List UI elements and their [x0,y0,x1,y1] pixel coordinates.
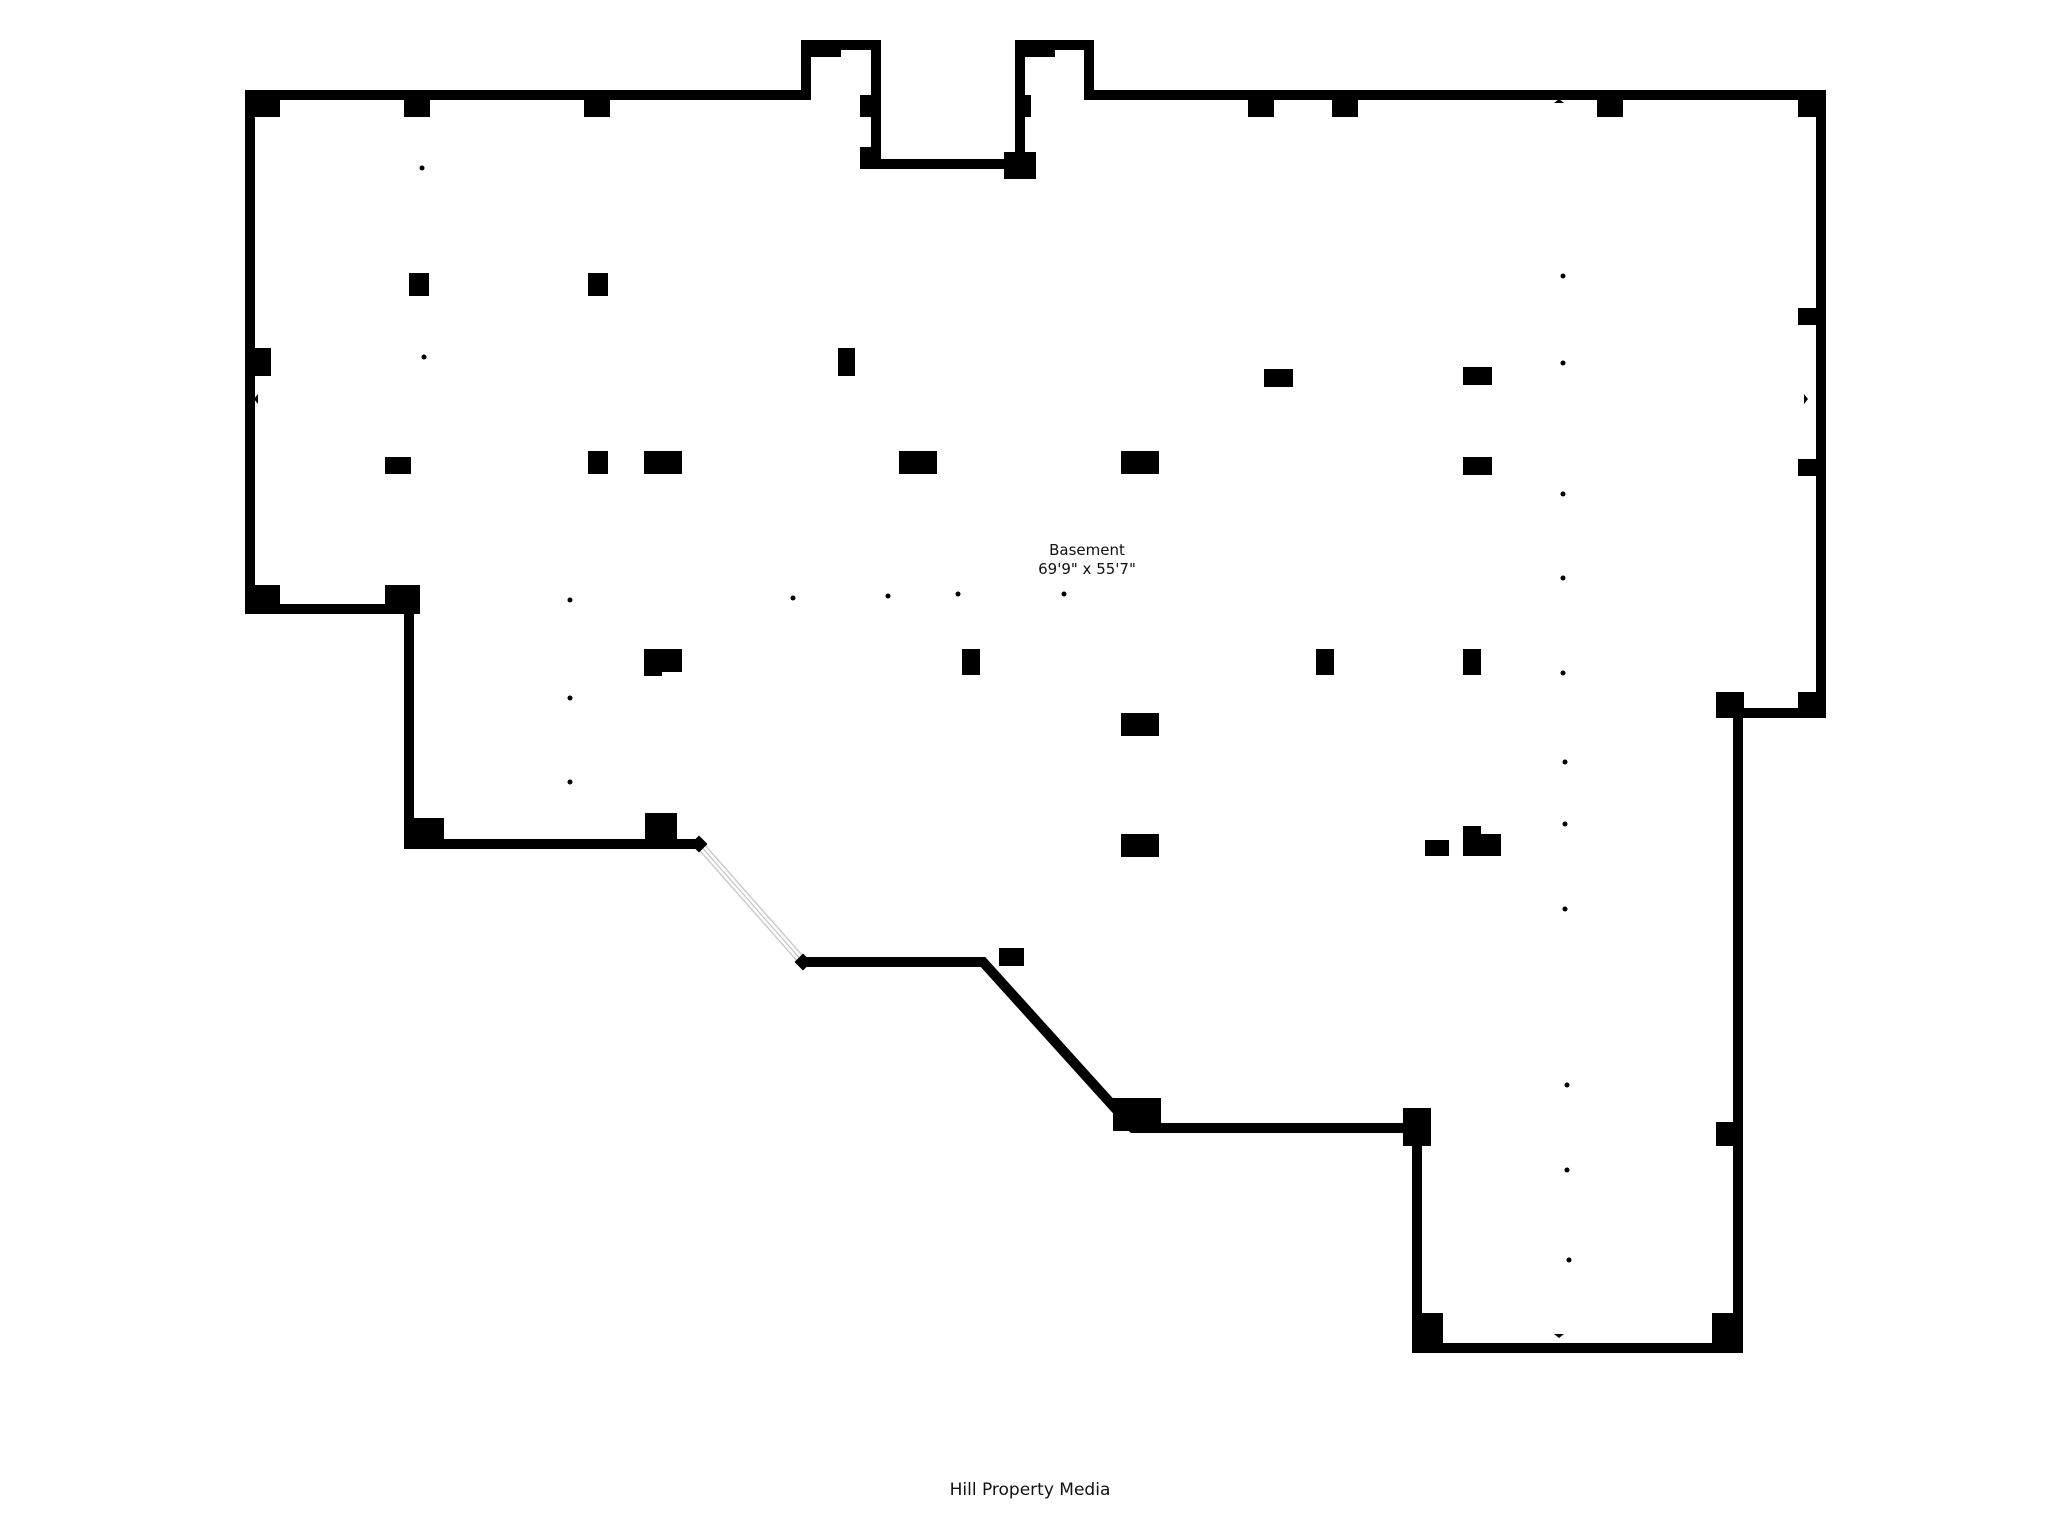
credit-text: Hill Property Media [950,1480,1111,1500]
room-dimensions: 69'9" x 55'7" [1038,560,1136,578]
exterior-walls [245,40,1826,1353]
perimeter-wall [245,40,1826,1353]
ceiling-markers [419,165,1572,1263]
interior-posts [385,273,1501,966]
angled-window [690,835,812,971]
wall-pilasters [245,40,1826,1353]
room-name: Basement [1049,541,1125,559]
edge-ticks [254,99,1808,1338]
